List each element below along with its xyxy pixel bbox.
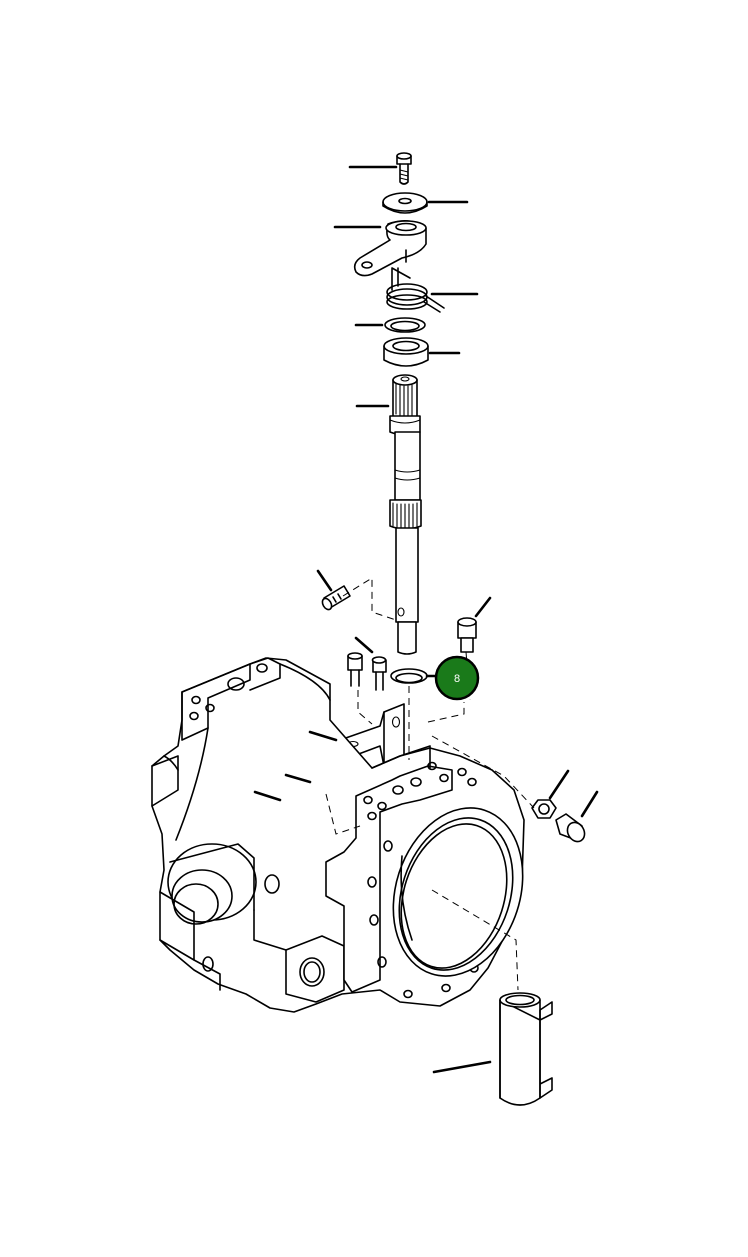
snap-ring-upper[interactable] <box>384 317 426 333</box>
leader-lines <box>253 165 599 1074</box>
kingpin-sleeve[interactable] <box>499 992 553 1106</box>
callout-badge[interactable]: 8 <box>434 655 480 701</box>
bearing[interactable] <box>383 337 429 367</box>
axle-housing[interactable] <box>151 657 544 1013</box>
drain-plug[interactable] <box>555 813 588 845</box>
bracket-bolt-2[interactable] <box>371 656 387 691</box>
snap-ring-lower[interactable] <box>390 668 428 684</box>
steering-shaft[interactable] <box>389 374 422 655</box>
top-bolt[interactable] <box>396 152 412 185</box>
callout-label: 8 <box>454 673 460 685</box>
bolt-small-left[interactable] <box>321 585 351 611</box>
washer[interactable] <box>382 192 428 214</box>
grease-fitting[interactable] <box>457 617 477 653</box>
hex-nut[interactable] <box>531 799 557 819</box>
return-spring[interactable] <box>386 267 445 313</box>
lever-arm[interactable] <box>353 220 427 277</box>
bracket-bolt-1[interactable] <box>347 652 363 687</box>
callout-circle[interactable] <box>434 655 480 701</box>
